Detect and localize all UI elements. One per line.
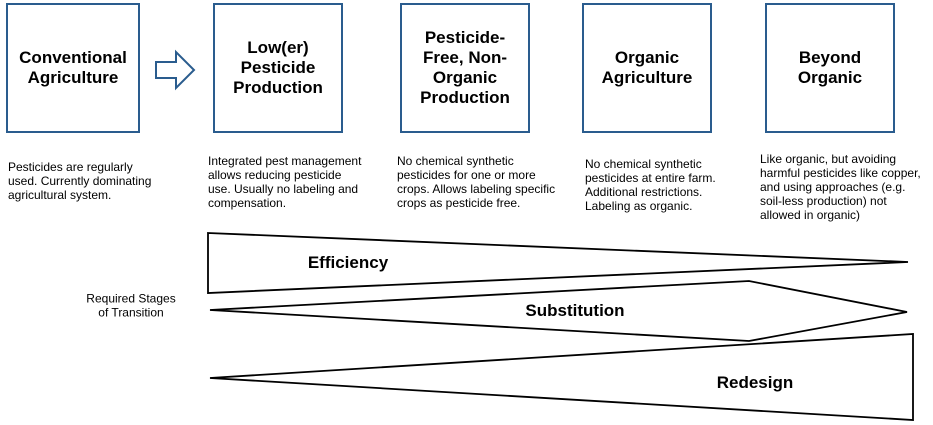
efficiency-label: Efficiency (307, 253, 389, 272)
required-stages-label: Required Stages of Transition (86, 291, 176, 320)
efficiency-wedge (207, 232, 909, 294)
stage-title: Pesticide- Free, Non- Organic Production (420, 27, 510, 108)
substitution-wedge (209, 280, 908, 342)
substitution-label: Substitution (525, 301, 625, 320)
stage-box-lower-pesticide: Low(er) Pesticide Production (213, 3, 343, 133)
stage-title: Beyond Organic (797, 47, 863, 87)
stage-description-conventional-agriculture: Pesticides are regularly used. Currently… (8, 160, 152, 202)
stage-title: Low(er) Pesticide Production (233, 37, 323, 98)
stage-box-beyond-organic: Beyond Organic (765, 3, 895, 133)
stage-title: Conventional Agriculture (19, 47, 127, 87)
stage-description-beyond-organic: Like organic, but avoiding harmful pesti… (760, 152, 921, 222)
stage-description-pesticide-free: No chemical synthetic pesticides for one… (397, 154, 556, 210)
redesign-label: Redesign (716, 373, 794, 392)
stage-box-conventional-agriculture: Conventional Agriculture (6, 3, 140, 133)
right-arrow-icon (155, 49, 196, 91)
stage-box-pesticide-free: Pesticide- Free, Non- Organic Production (400, 3, 530, 133)
redesign-wedge (209, 333, 914, 421)
stage-title: Organic Agriculture (601, 47, 693, 87)
stage-description-lower-pesticide: Integrated pest management allows reduci… (208, 154, 362, 210)
stage-box-organic-agriculture: Organic Agriculture (582, 3, 712, 133)
stage-description-organic-agriculture: No chemical synthetic pesticides at enti… (585, 157, 716, 213)
